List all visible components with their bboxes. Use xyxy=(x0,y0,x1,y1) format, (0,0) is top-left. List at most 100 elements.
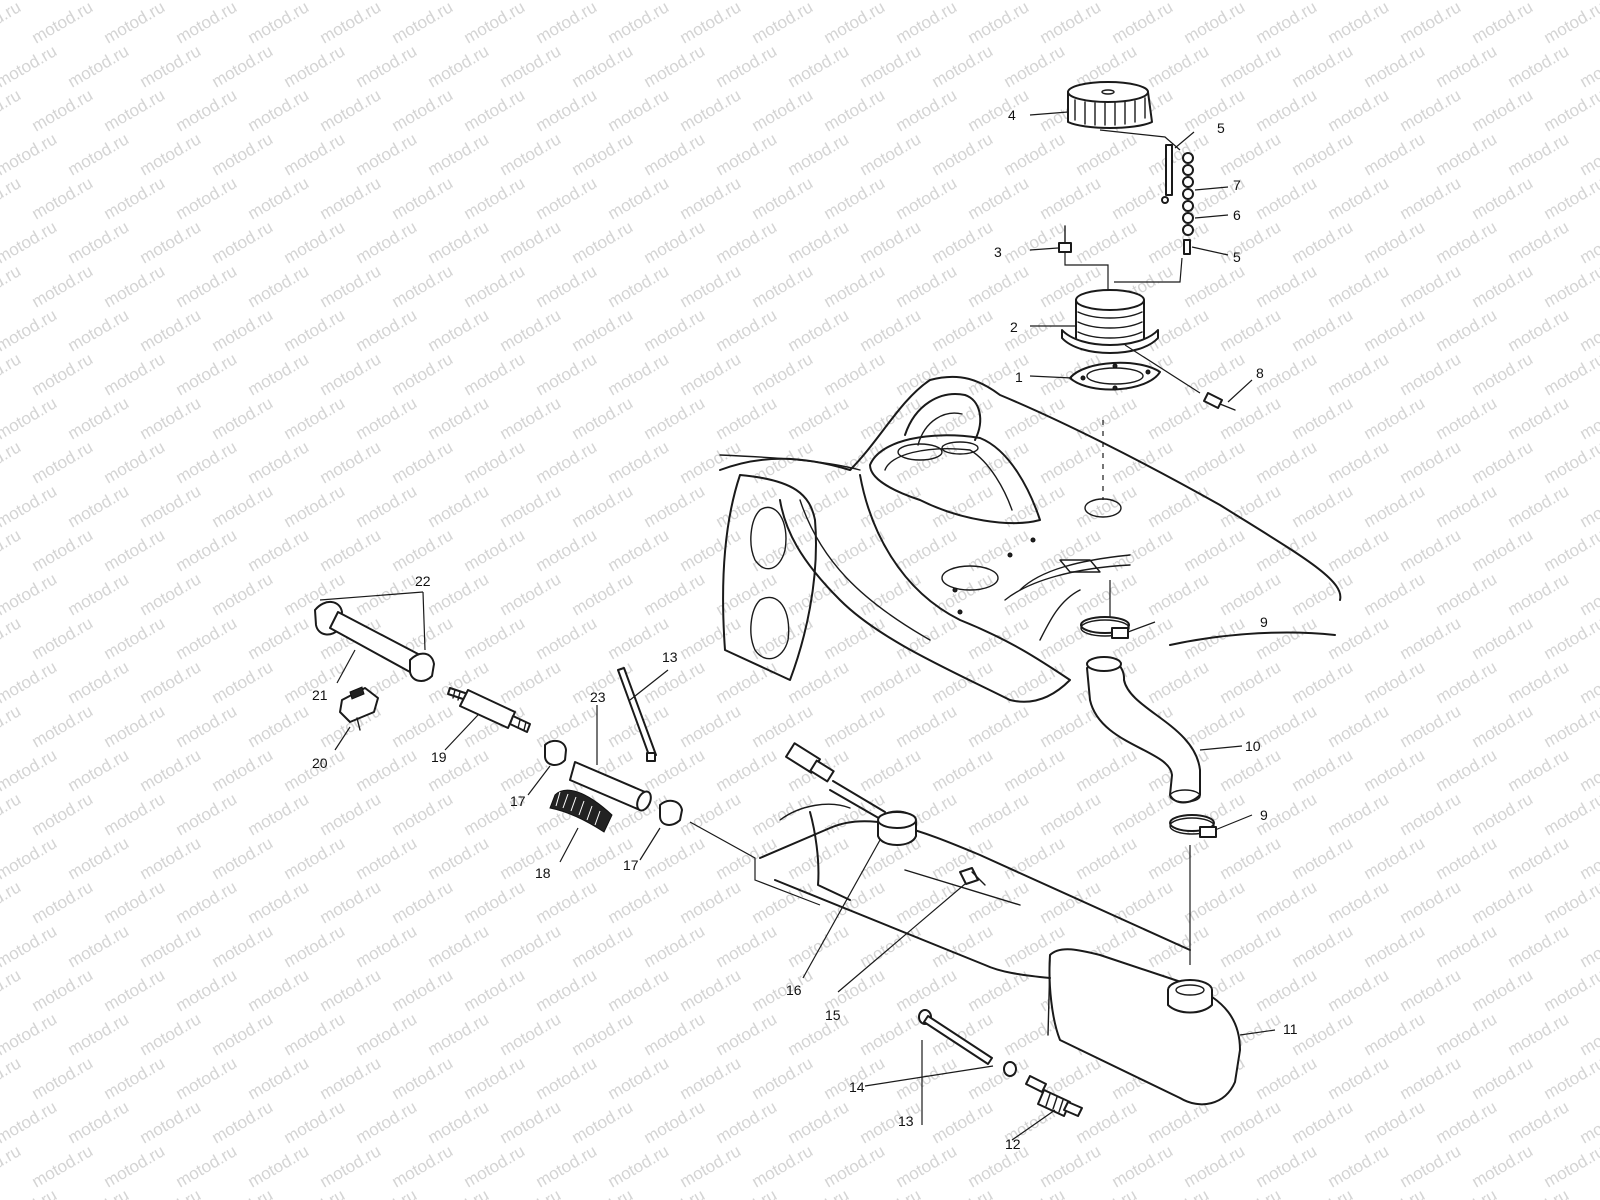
watermark-text: motod.ru xyxy=(1037,0,1105,47)
watermark-text: motod.ru xyxy=(1289,569,1357,619)
watermark-text: motod.ru xyxy=(317,1053,385,1103)
watermark-text: motod.ru xyxy=(137,1009,205,1059)
watermark-text: motod.ru xyxy=(353,1185,421,1200)
watermark-text: motod.ru xyxy=(173,701,241,751)
watermark-text: motod.ru xyxy=(605,965,673,1015)
watermark-text: motod.ru xyxy=(1253,525,1321,575)
watermark-text: motod.ru xyxy=(893,85,961,135)
watermark-text: motod.ru xyxy=(0,525,24,575)
watermark-text: motod.ru xyxy=(1145,921,1213,971)
watermark-text: motod.ru xyxy=(533,85,601,135)
watermark-text: motod.ru xyxy=(29,349,97,399)
watermark-text: motod.ru xyxy=(1433,41,1501,91)
watermark-text: motod.ru xyxy=(821,173,889,223)
callout-14: 14 xyxy=(849,1079,865,1095)
watermark-text: motod.ru xyxy=(0,129,60,179)
watermark-text: motod.ru xyxy=(1577,1185,1600,1200)
watermark-text: motod.ru xyxy=(857,305,925,355)
watermark-text: motod.ru xyxy=(677,349,745,399)
screw xyxy=(1124,344,1236,411)
watermark-text: motod.ru xyxy=(0,1185,60,1200)
watermark-text: motod.ru xyxy=(1073,745,1141,795)
watermark-text: motod.ru xyxy=(713,129,781,179)
watermark-text: motod.ru xyxy=(1181,701,1249,751)
watermark-text: motod.ru xyxy=(569,393,637,443)
hose-clamp-lower xyxy=(1169,814,1217,838)
watermark-text: motod.ru xyxy=(965,965,1033,1015)
callout-19: 19 xyxy=(431,749,447,765)
watermark-text: motod.ru xyxy=(353,0,421,3)
watermark-text: motod.ru xyxy=(497,129,565,179)
watermark-text: motod.ru xyxy=(857,217,925,267)
fuel-line xyxy=(918,1009,1017,1077)
watermark-text: motod.ru xyxy=(713,393,781,443)
watermark-text: motod.ru xyxy=(173,1141,241,1191)
watermark-text: motod.ru xyxy=(0,41,60,91)
watermark-text: motod.ru xyxy=(569,0,637,3)
callout-15: 15 xyxy=(825,1007,841,1023)
watermark-text: motod.ru xyxy=(65,1009,133,1059)
watermark-text: motod.ru xyxy=(929,1185,997,1200)
watermark-text: motod.ru xyxy=(137,745,205,795)
watermark-text: motod.ru xyxy=(461,85,529,135)
watermark-text: motod.ru xyxy=(1577,217,1600,267)
watermark-text: motod.ru xyxy=(1253,965,1321,1015)
watermark-text: motod.ru xyxy=(641,921,709,971)
watermark-text: motod.ru xyxy=(1253,85,1321,135)
watermark-text: motod.ru xyxy=(1325,173,1393,223)
watermark-text: motod.ru xyxy=(929,1097,997,1147)
watermark-text: motod.ru xyxy=(1289,745,1357,795)
watermark-text: motod.ru xyxy=(1433,0,1501,3)
watermark-text: motod.ru xyxy=(1145,305,1213,355)
watermark-text: motod.ru xyxy=(353,481,421,531)
watermark-text: motod.ru xyxy=(0,1097,60,1147)
tube-23 xyxy=(569,761,652,812)
watermark-text: motod.ru xyxy=(1253,261,1321,311)
watermark-text: motod.ru xyxy=(1433,217,1501,267)
watermark-text: motod.ru xyxy=(173,877,241,927)
watermark-text: motod.ru xyxy=(353,305,421,355)
callout-6: 6 xyxy=(1233,207,1241,223)
watermark-text: motod.ru xyxy=(1325,349,1393,399)
watermark-text: motod.ru xyxy=(1253,1141,1321,1191)
watermark-text: motod.ru xyxy=(101,261,169,311)
watermark-text: motod.ru xyxy=(605,349,673,399)
cable-tie-top xyxy=(617,667,657,762)
watermark-text: motod.ru xyxy=(821,701,889,751)
watermark-text: motod.ru xyxy=(857,129,925,179)
watermark-text: motod.ru xyxy=(641,833,709,883)
watermark-text: motod.ru xyxy=(1217,1097,1285,1147)
watermark-text: motod.ru xyxy=(209,745,277,795)
watermark-text: motod.ru xyxy=(533,1053,601,1103)
watermark-text: motod.ru xyxy=(1541,965,1600,1015)
watermark-text: motod.ru xyxy=(1145,393,1213,443)
watermark-text: motod.ru xyxy=(0,657,60,707)
watermark-text: motod.ru xyxy=(173,965,241,1015)
watermark-text: motod.ru xyxy=(389,0,457,47)
watermark-text: motod.ru xyxy=(569,1097,637,1147)
watermark-text: motod.ru xyxy=(893,701,961,751)
watermark-text: motod.ru xyxy=(1217,217,1285,267)
watermark-text: motod.ru xyxy=(1181,349,1249,399)
watermark-text: motod.ru xyxy=(677,85,745,135)
watermark-text: motod.ru xyxy=(1325,613,1393,663)
watermark-text: motod.ru xyxy=(821,349,889,399)
watermark-text: motod.ru xyxy=(1145,129,1213,179)
watermark-text: motod.ru xyxy=(965,1141,1033,1191)
watermark-text: motod.ru xyxy=(1217,305,1285,355)
watermark-text: motod.ru xyxy=(29,877,97,927)
watermark-text: motod.ru xyxy=(29,1141,97,1191)
watermark-text: motod.ru xyxy=(0,701,24,751)
watermark-text: motod.ru xyxy=(209,393,277,443)
watermark-text: motod.ru xyxy=(353,129,421,179)
watermark-text: motod.ru xyxy=(1361,1009,1429,1059)
watermark-text: motod.ru xyxy=(965,613,1033,663)
watermark-text: motod.ru xyxy=(245,613,313,663)
watermark-text: motod.ru xyxy=(1433,129,1501,179)
watermark-text: motod.ru xyxy=(0,173,24,223)
watermark-text: motod.ru xyxy=(965,0,1033,47)
watermark-text: motod.ru xyxy=(137,41,205,91)
watermark-text: motod.ru xyxy=(893,965,961,1015)
watermark-text: motod.ru xyxy=(1541,613,1600,663)
